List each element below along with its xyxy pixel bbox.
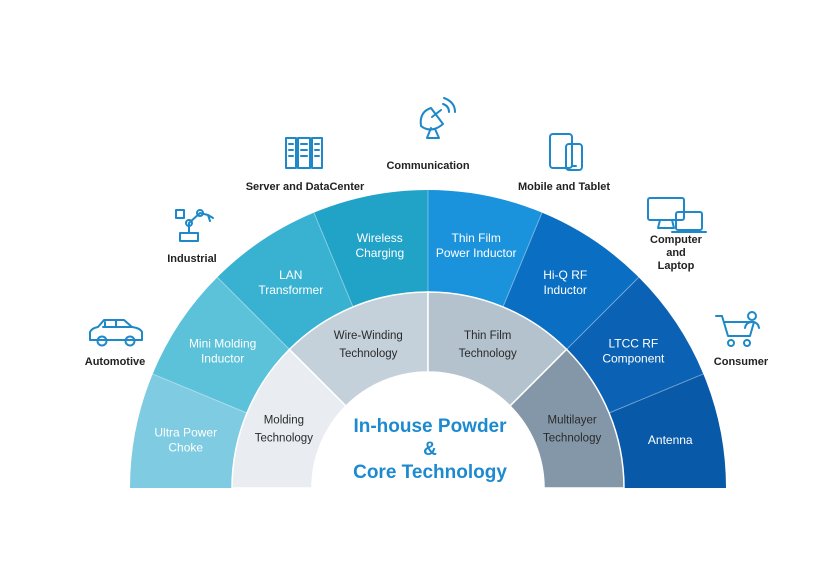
technology-label-line: Thin Film bbox=[464, 330, 511, 342]
market-label-line: Consumer bbox=[714, 356, 769, 368]
technology-label-line: Technology bbox=[543, 432, 601, 444]
application-segment bbox=[130, 373, 247, 488]
market-label: Consumer bbox=[714, 356, 769, 368]
application-segment bbox=[428, 190, 543, 307]
market-label-line: Laptop bbox=[658, 260, 695, 272]
satellite-dish-icon bbox=[419, 97, 456, 139]
market-label-line: Communication bbox=[386, 160, 469, 172]
application-label-line: Component bbox=[602, 351, 665, 365]
market-label: Automotive bbox=[85, 356, 146, 368]
application-label-line: Transformer bbox=[258, 283, 323, 297]
application-label-line: Charging bbox=[355, 246, 404, 260]
application-label-line: LAN bbox=[279, 268, 302, 282]
segment-divider bbox=[216, 276, 290, 350]
technology-label-line: Technology bbox=[339, 348, 397, 360]
mobile-tablet-icon bbox=[549, 133, 583, 171]
market-label-line: Computer bbox=[650, 234, 703, 246]
server-icon bbox=[285, 137, 323, 169]
market-label: Server and DataCenter bbox=[246, 181, 365, 193]
market-label: Industrial bbox=[167, 253, 217, 265]
application-segment bbox=[609, 373, 726, 488]
application-segment bbox=[313, 190, 428, 307]
technology-label-line: Technology bbox=[459, 348, 517, 360]
application-label-line: Thin Film bbox=[452, 231, 501, 245]
technology-label-line: Wire-Winding bbox=[334, 330, 403, 342]
application-segment bbox=[217, 212, 353, 350]
car-icon bbox=[89, 319, 143, 347]
market-label-line: Industrial bbox=[167, 253, 217, 265]
market-label-line: Mobile and Tablet bbox=[518, 181, 610, 193]
market-label-line: and bbox=[666, 247, 686, 259]
technology-label-line: Multilayer bbox=[548, 414, 597, 426]
core-title: Core Technology bbox=[353, 462, 507, 483]
application-segment bbox=[152, 277, 290, 413]
market-label: Mobile and Tablet bbox=[518, 181, 610, 193]
core-disc bbox=[312, 372, 544, 488]
robot-arm-icon bbox=[175, 209, 214, 242]
segments-layer bbox=[130, 190, 726, 489]
technology-label-line: Technology bbox=[255, 432, 313, 444]
market-label-line: Automotive bbox=[85, 356, 146, 368]
segment-divider bbox=[566, 276, 640, 350]
segment-divider bbox=[313, 212, 354, 308]
core-title: & bbox=[423, 439, 437, 460]
computer-laptop-icon bbox=[647, 197, 707, 233]
application-label-line: Choke bbox=[168, 440, 203, 454]
application-label-line: LTCC RF bbox=[608, 336, 658, 350]
core-title: In-house Powder bbox=[353, 416, 507, 437]
application-label-line: Wireless bbox=[357, 231, 403, 245]
market-label: Communication bbox=[386, 160, 469, 172]
application-label-line: Ultra Power bbox=[154, 425, 217, 439]
application-label-line: Hi-Q RF bbox=[543, 268, 587, 282]
application-label-line: Inductor bbox=[544, 283, 587, 297]
market-label-line: Server and DataCenter bbox=[246, 181, 365, 193]
application-label-line: Inductor bbox=[201, 351, 244, 365]
shopping-cart-icon bbox=[715, 311, 760, 347]
application-label-line: Power Inductor bbox=[436, 246, 517, 260]
segment-divider bbox=[502, 212, 543, 308]
application-label-line: Mini Molding bbox=[189, 336, 256, 350]
technology-label-line: Molding bbox=[264, 414, 304, 426]
segment-divider bbox=[152, 373, 248, 414]
application-label-line: Antenna bbox=[648, 433, 693, 447]
segment-divider bbox=[608, 373, 704, 414]
application-label: Antenna bbox=[648, 433, 693, 447]
application-segment bbox=[503, 212, 639, 350]
application-segment bbox=[566, 277, 704, 413]
